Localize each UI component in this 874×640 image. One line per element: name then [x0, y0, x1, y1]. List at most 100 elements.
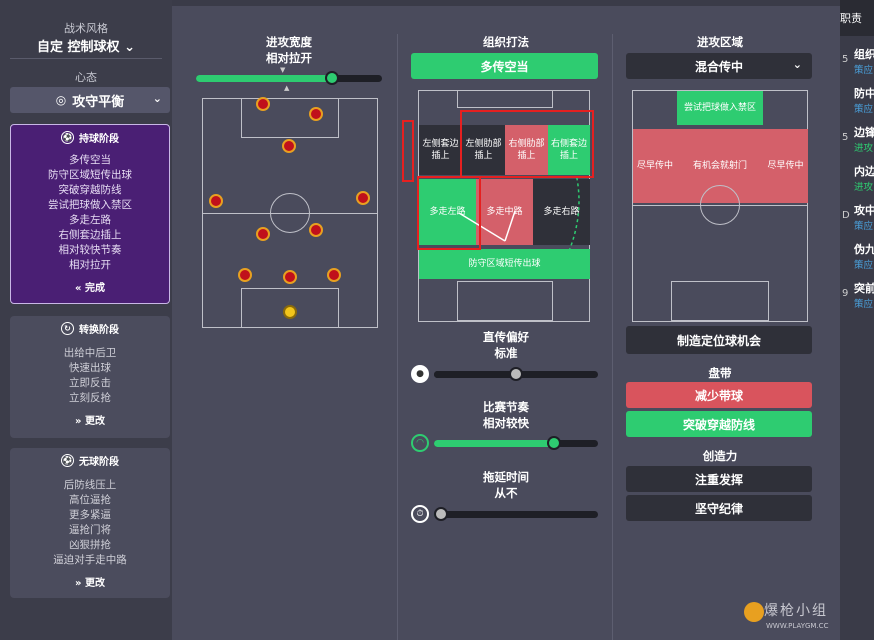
mentality-title: 心态	[75, 71, 97, 84]
mentality-select[interactable]: ◎ 攻守平衡 ⌄	[10, 87, 170, 113]
center-circle	[270, 193, 310, 233]
phase-item: 立刻反抢	[69, 392, 111, 404]
be-expressive-button[interactable]: 注重发挥	[626, 466, 812, 492]
divider	[397, 34, 398, 640]
ball-icon: ●	[411, 365, 429, 383]
stopwatch-icon: ⏱	[411, 505, 429, 523]
attacking-width-title: 进攻宽度	[266, 35, 312, 49]
role-title[interactable]: 突前	[854, 282, 874, 295]
be-disciplined-button[interactable]: 坚守纪律	[626, 495, 812, 521]
role-title[interactable]: 边锋	[854, 126, 874, 139]
role-title[interactable]: 攻中	[854, 204, 874, 217]
phase-item: 快速出球	[69, 362, 111, 374]
phase-item: 多走左路	[69, 214, 111, 226]
chevron-down-icon: ⌄	[124, 40, 135, 55]
arrow	[458, 212, 506, 242]
set-piece-button[interactable]: 制造定位球机会	[626, 326, 812, 354]
phase-header: ⚽ 持球阶段	[11, 125, 169, 149]
tempo-slider[interactable]	[434, 436, 598, 450]
role-title[interactable]: 防中	[854, 87, 874, 100]
center-circle	[700, 185, 740, 225]
player-marker[interactable]	[356, 191, 370, 205]
directness-value: 标准	[494, 346, 518, 360]
phase-title: 转换阶段	[79, 324, 119, 336]
target-icon: ◎	[55, 93, 67, 107]
phase-change-button[interactable]: » 更改	[75, 578, 105, 589]
gauge-icon: ◠	[411, 434, 429, 452]
phase-item: 右侧套边插上	[58, 229, 122, 241]
zone-short-build-up[interactable]: 防守区域短传出球	[419, 249, 590, 279]
highlight-frame	[460, 110, 594, 178]
zone-right-flank[interactable]: 多走右路	[533, 179, 590, 245]
time-wasting-slider[interactable]	[434, 507, 598, 521]
zone-early-cross-left[interactable]: 尽早传中	[633, 129, 677, 203]
creativity-title: 创造力	[702, 449, 738, 463]
role-title[interactable]: 内边	[854, 165, 874, 178]
build-up-title: 组织打法	[483, 35, 529, 49]
slider-knob[interactable]	[509, 367, 523, 381]
zone-center[interactable]: 多走中路	[476, 179, 533, 245]
dribble-less-button[interactable]: 减少带球	[626, 382, 812, 408]
crossing-select[interactable]: 混合传中 ⌄	[626, 53, 812, 79]
phase-item: 立即反击	[69, 377, 111, 389]
slider-marker-icon: ▼	[280, 66, 286, 74]
goalkeeper-marker[interactable]	[283, 305, 297, 319]
zone-early-cross-right[interactable]: 尽早传中	[763, 129, 808, 203]
role-duty: 进攻	[854, 182, 874, 193]
phase-item: 尝试把球做入禁区	[48, 199, 132, 211]
tempo-value: 相对较快	[483, 416, 529, 430]
player-marker[interactable]	[256, 97, 270, 111]
highlight-frame	[402, 120, 414, 182]
chevrons-left-icon: «	[75, 283, 82, 294]
zone-right-overlap[interactable]: 右侧套边插上	[548, 125, 590, 175]
tempo-title: 比赛节奏	[483, 400, 529, 414]
build-up-button[interactable]: 多传空当	[411, 53, 598, 79]
phase-done-button[interactable]: « 完成	[75, 283, 105, 294]
directness-slider[interactable]	[434, 367, 598, 381]
slider-knob[interactable]	[325, 71, 339, 85]
penalty-box	[457, 90, 553, 108]
roles-header: 职责	[840, 0, 874, 36]
role-position-marker: 5	[842, 132, 849, 143]
zone-left-overlap[interactable]: 左侧套边插上	[419, 125, 462, 175]
player-marker[interactable]	[327, 268, 341, 282]
ball-icon: ⚽	[61, 130, 74, 144]
chevrons-right-icon: »	[75, 578, 82, 589]
slider-fill	[434, 371, 516, 378]
player-marker[interactable]	[238, 268, 252, 282]
attacking-width-value: 相对拉开	[266, 51, 312, 65]
player-marker[interactable]	[309, 223, 323, 237]
role-duty: 策应	[854, 221, 874, 232]
chevron-down-icon: ⌄	[792, 58, 802, 71]
player-marker[interactable]	[256, 227, 270, 241]
player-marker[interactable]	[282, 139, 296, 153]
slider-knob[interactable]	[547, 436, 561, 450]
role-title[interactable]: 组织	[854, 48, 874, 61]
phase-out-of-possession[interactable]: ⚽ 无球阶段 后防线压上 高位逼抢 更多紧逼 逼抢门将 凶狠拼抢 逼迫对手走中路…	[10, 448, 170, 598]
phase-item: 出给中后卫	[63, 347, 117, 359]
zone-left-flank[interactable]: 多走左路	[419, 179, 476, 245]
role-duty: 策应	[854, 104, 874, 115]
phase-item: 更多紧逼	[69, 509, 111, 521]
zone-left-halfspace[interactable]: 左侧肋部插上	[462, 125, 505, 175]
phase-in-possession[interactable]: ⚽ 持球阶段 多传空当 防守区域短传出球 突破穿越防线 尝试把球做入禁区 多走左…	[10, 124, 170, 304]
player-marker[interactable]	[309, 107, 323, 121]
run-at-defence-button[interactable]: 突破穿越防线	[626, 411, 812, 437]
attacking-width-slider[interactable]	[196, 71, 382, 85]
phase-transition[interactable]: ↻ 转换阶段 出给中后卫 快速出球 立即反击 立刻反抢 » 更改	[10, 316, 170, 438]
slider-knob[interactable]	[434, 507, 448, 521]
mentality-value: 攻守平衡	[72, 94, 125, 110]
final-third-title: 进攻区域	[697, 35, 743, 49]
watermark-url: WWW.PLAYGM.CC	[766, 622, 829, 630]
zone-right-halfspace[interactable]: 右侧肋部插上	[505, 125, 548, 175]
tactic-style-value[interactable]: 自定 控制球权 ⌄	[37, 40, 135, 55]
role-title[interactable]: 伪九	[854, 243, 874, 256]
player-marker[interactable]	[209, 194, 223, 208]
divider	[10, 58, 162, 59]
player-marker[interactable]	[283, 270, 297, 284]
zone-work-into-box[interactable]: 尝试把球做入禁区	[677, 91, 763, 125]
final-third-pitch: 尝试把球做入禁区 尽早传中 有机会就射门 尽早传中	[632, 90, 808, 322]
watermark-logo: 爆枪小组 WWW.PLAYGM.CC	[744, 598, 844, 636]
phase-item: 高位逼抢	[69, 494, 111, 506]
phase-change-button[interactable]: » 更改	[75, 416, 105, 427]
